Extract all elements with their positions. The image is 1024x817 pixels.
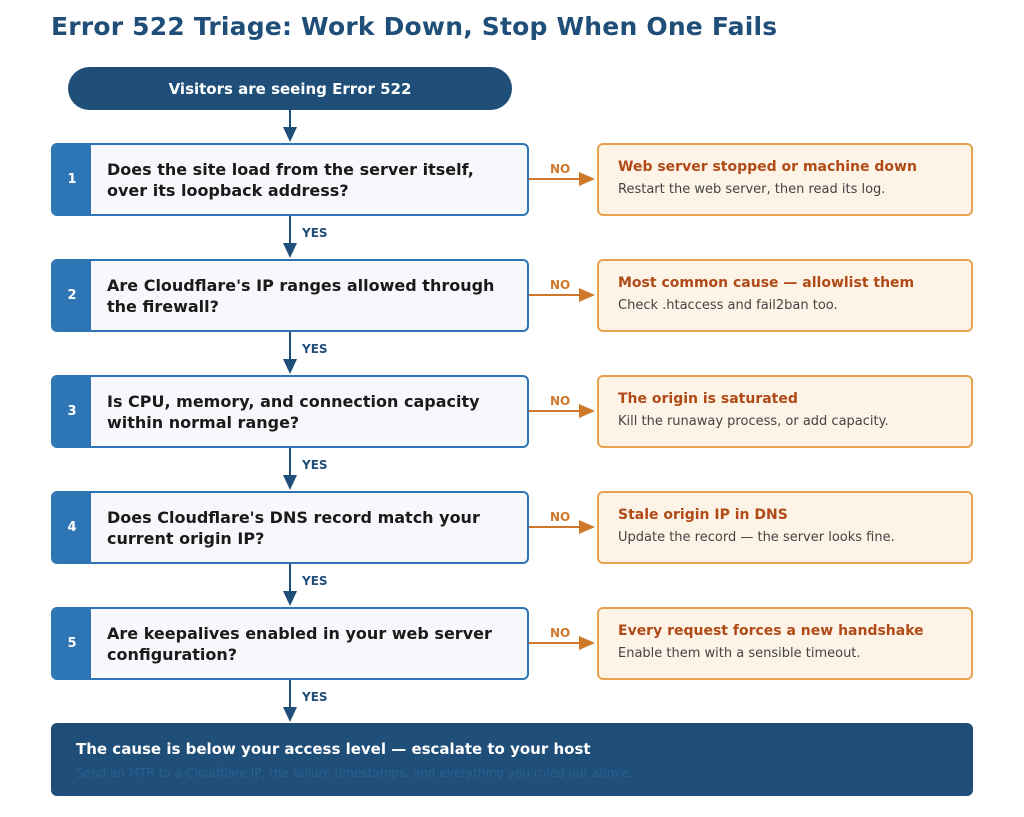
- step-4-box: 4 Does Cloudflare's DNS record match you…: [51, 491, 529, 564]
- step-1-result: Web server stopped or machine down Resta…: [597, 143, 973, 216]
- step-1-number: 1: [53, 145, 91, 214]
- no-arrowhead-1: [579, 172, 595, 186]
- no-arrowhead-5: [579, 636, 595, 650]
- escalation-body: Send an MTR to a Cloudflare IP, the fail…: [76, 766, 633, 780]
- arrowhead-1: [283, 243, 297, 258]
- step-2-number: 2: [53, 261, 91, 330]
- step-5-result: Every request forces a new handshake Ena…: [597, 607, 973, 680]
- step-2-result-title: Most common cause — allowlist them: [618, 275, 915, 291]
- arrowhead-2: [283, 359, 297, 374]
- step-3-box: 3 Is CPU, memory, and connection capacit…: [51, 375, 529, 448]
- step-5-no-label: NO: [550, 626, 571, 640]
- step-3-no-label: NO: [550, 394, 571, 408]
- escalation-box: The cause is below your access level — e…: [51, 723, 973, 796]
- step-2-result-body: Check .htaccess and fail2ban too.: [618, 298, 838, 313]
- step-1-no-label: NO: [550, 162, 571, 176]
- step-3-number: 3: [53, 377, 91, 446]
- step-1-question: Does the site load from the server itsel…: [107, 159, 474, 200]
- page-title: Error 522 Triage: Work Down, Stop When O…: [51, 12, 778, 41]
- step-2-yes-label: YES: [302, 342, 328, 356]
- step-5-yes-label: YES: [302, 690, 328, 704]
- no-arrowhead-2: [579, 288, 595, 302]
- step-5-result-title: Every request forces a new handshake: [618, 623, 924, 639]
- step-2-no-label: NO: [550, 278, 571, 292]
- step-4-result-title: Stale origin IP in DNS: [618, 507, 788, 523]
- step-1-box: 1 Does the site load from the server its…: [51, 143, 529, 216]
- step-4-question: Does Cloudflare's DNS record match your …: [107, 507, 480, 548]
- step-3-result: The origin is saturated Kill the runaway…: [597, 375, 973, 448]
- step-1-result-title: Web server stopped or machine down: [618, 159, 917, 175]
- arrowhead-start: [283, 127, 297, 142]
- step-5-box: 5 Are keepalives enabled in your web ser…: [51, 607, 529, 680]
- step-3-result-body: Kill the runaway process, or add capacit…: [618, 414, 889, 429]
- step-2-question: Are Cloudflare's IP ranges allowed throu…: [107, 275, 495, 316]
- step-2-box: 2 Are Cloudflare's IP ranges allowed thr…: [51, 259, 529, 332]
- escalation-title: The cause is below your access level — e…: [76, 740, 591, 758]
- step-4-no-label: NO: [550, 510, 571, 524]
- step-2-result: Most common cause — allowlist them Check…: [597, 259, 973, 332]
- no-arrowhead-3: [579, 404, 595, 418]
- step-5-number: 5: [53, 609, 91, 678]
- arrowhead-5: [283, 707, 297, 722]
- start-label: Visitors are seeing Error 522: [168, 79, 412, 98]
- step-5-question: Are keepalives enabled in your web serve…: [107, 623, 492, 664]
- no-arrowhead-4: [579, 520, 595, 534]
- step-1-result-body: Restart the web server, then read its lo…: [618, 182, 886, 197]
- step-3-question: Is CPU, memory, and connection capacity …: [107, 391, 480, 432]
- step-4-result: Stale origin IP in DNS Update the record…: [597, 491, 973, 564]
- step-1-yes-label: YES: [302, 226, 328, 240]
- arrowhead-4: [283, 591, 297, 606]
- step-4-result-body: Update the record — the server looks fin…: [618, 530, 895, 545]
- step-4-yes-label: YES: [302, 574, 328, 588]
- step-3-result-title: The origin is saturated: [618, 391, 798, 407]
- start-node: Visitors are seeing Error 522: [68, 67, 512, 110]
- step-5-result-body: Enable them with a sensible timeout.: [618, 646, 861, 661]
- arrowhead-3: [283, 475, 297, 490]
- step-4-number: 4: [53, 493, 91, 562]
- step-3-yes-label: YES: [302, 458, 328, 472]
